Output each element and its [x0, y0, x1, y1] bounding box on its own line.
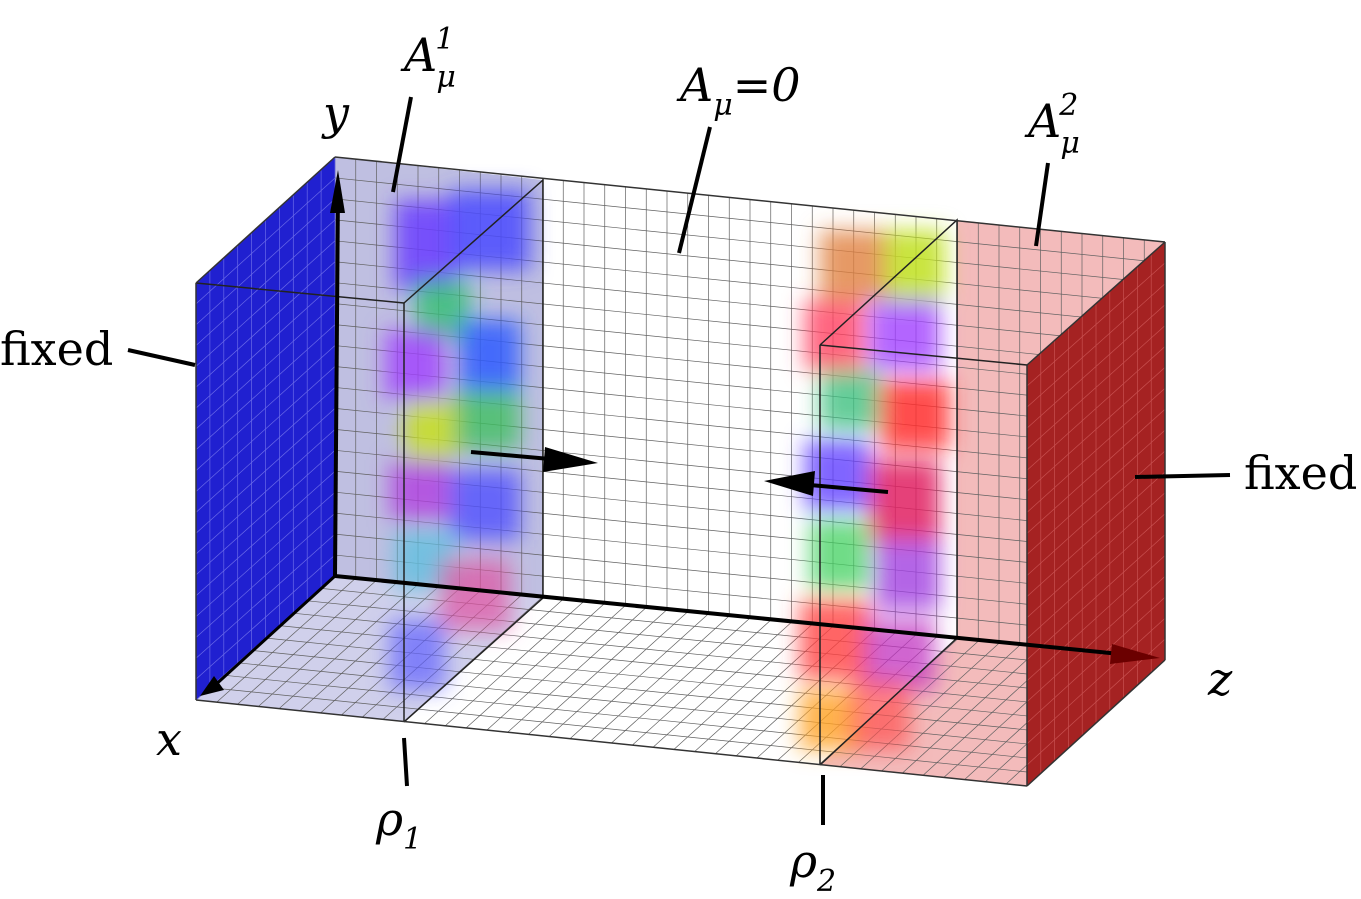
z-axis-label: z: [1208, 652, 1233, 706]
left-wall-grid-line: [195, 177, 336, 305]
leader-fixed-right: [1134, 473, 1231, 479]
floor-grid-line: [223, 674, 1055, 762]
y-axis-label: y: [323, 86, 349, 140]
A-mu-zero-sub: μ: [713, 88, 733, 123]
right-wall-grid-line: [1026, 388, 1166, 513]
leader-rho1: [402, 737, 409, 787]
left-wall-grid-line: [195, 240, 336, 367]
right-wall-grid-line: [1026, 471, 1166, 597]
left-wall-grid-line: [195, 491, 336, 617]
A-mu-zero-base: A: [680, 58, 714, 112]
box-outline: [195, 156, 1166, 787]
x-axis-arrow-icon: [210, 574, 337, 690]
left-wall-grid-line: [195, 219, 336, 346]
right-wall-grid-line: [1026, 617, 1166, 745]
left-wall-grid-line: [195, 324, 336, 451]
floor-grid-line: [237, 662, 1069, 749]
leader-fixed-left: [127, 348, 196, 367]
right-wall-grid-line: [1026, 534, 1166, 660]
rho-2-sub: 2: [817, 864, 837, 899]
rho-2-label: ρ2: [790, 838, 836, 897]
left-wall-grid-line: [195, 408, 336, 534]
right-arrowhead: [543, 447, 598, 472]
A-mu-1-base: A: [404, 28, 438, 82]
x-axis-label: x: [156, 712, 182, 766]
rho-1-base: ρ: [376, 792, 404, 846]
right-wall-grid-line: [1026, 576, 1166, 703]
right-wall-grid-line: [1026, 367, 1166, 492]
back-grid-line: [334, 282, 1166, 368]
leader-lines: [127, 96, 1231, 825]
left-wall-grid-line: [195, 533, 336, 659]
A-mu-2-sup: 2: [1059, 88, 1079, 123]
left-wall-grid-line: [195, 470, 336, 597]
right-wall-grid-line: [1026, 408, 1166, 534]
z-axis-arrowhead: [1110, 644, 1160, 664]
x-axis-arrowhead: [200, 676, 224, 696]
right-wall-grid-line: [1026, 555, 1166, 682]
left-wall-grid-line: [195, 345, 336, 471]
right-wall-grid-line: [1026, 597, 1166, 724]
leader-A0: [677, 126, 712, 254]
leader-A1: [391, 96, 413, 193]
back-grid-line: [334, 261, 1166, 347]
left-moving-arrow-icon: [809, 483, 889, 494]
A-mu-zero-rest: =0: [732, 58, 801, 112]
right-wall-grid-line: [1026, 283, 1166, 408]
A-mu-2-sub: μ: [1060, 126, 1080, 161]
right-wall-grid-line: [1026, 304, 1166, 429]
left-wall-grid-line: [195, 366, 336, 492]
A-mu-1-sup: 1: [435, 22, 455, 57]
interface-blob-2: [800, 230, 950, 750]
rho-1-sub: 1: [403, 822, 423, 857]
rho-2-base: ρ: [790, 834, 818, 888]
left-wall-grid-line: [195, 282, 336, 409]
interface-blob-1: [385, 190, 530, 690]
rho-1-label: ρ1: [376, 796, 422, 855]
left-wall-grid-line: [195, 303, 336, 430]
left-wall-grid-line: [195, 512, 336, 638]
left-wall-grid-line: [195, 198, 336, 325]
right-moving-arrow-icon: [470, 450, 551, 461]
left-wall-grid-line: [195, 429, 336, 555]
A-mu-2-label: A2μ: [1028, 91, 1100, 159]
right-wall-grid-line: [1026, 262, 1166, 387]
left-arrowhead: [764, 471, 815, 496]
A-mu-zero-label: Aμ=0: [680, 62, 801, 121]
fixed-label-right: fixed: [1244, 446, 1358, 500]
left-wall-grid-line: [195, 554, 336, 680]
right-wall-grid-line: [1026, 492, 1166, 618]
fixed-label-left: fixed: [0, 322, 114, 376]
right-wall-grid-line: [1026, 513, 1166, 639]
right-wall-grid-line: [1026, 450, 1166, 576]
A-mu-1-label: A1μ: [404, 25, 476, 93]
right-wall-grid-line: [1026, 325, 1166, 450]
floor-grid-line: [209, 687, 1041, 774]
y-axis-arrow-icon: [333, 187, 342, 577]
right-wall-grid-line: [1026, 429, 1166, 555]
left-wall-grid-line: [195, 450, 336, 576]
left-wall-grid-line: [195, 387, 336, 513]
A-mu-1-sub: μ: [436, 60, 456, 95]
A-mu-2-base: A: [1028, 94, 1062, 148]
y-axis-arrowhead: [330, 170, 345, 213]
leader-A2: [1034, 162, 1050, 247]
right-wall-grid-line: [1026, 346, 1166, 471]
left-wall-grid-line: [195, 261, 336, 388]
right-wall-grid: [1026, 241, 1166, 787]
z-axis-arrow-icon: [334, 574, 1121, 656]
